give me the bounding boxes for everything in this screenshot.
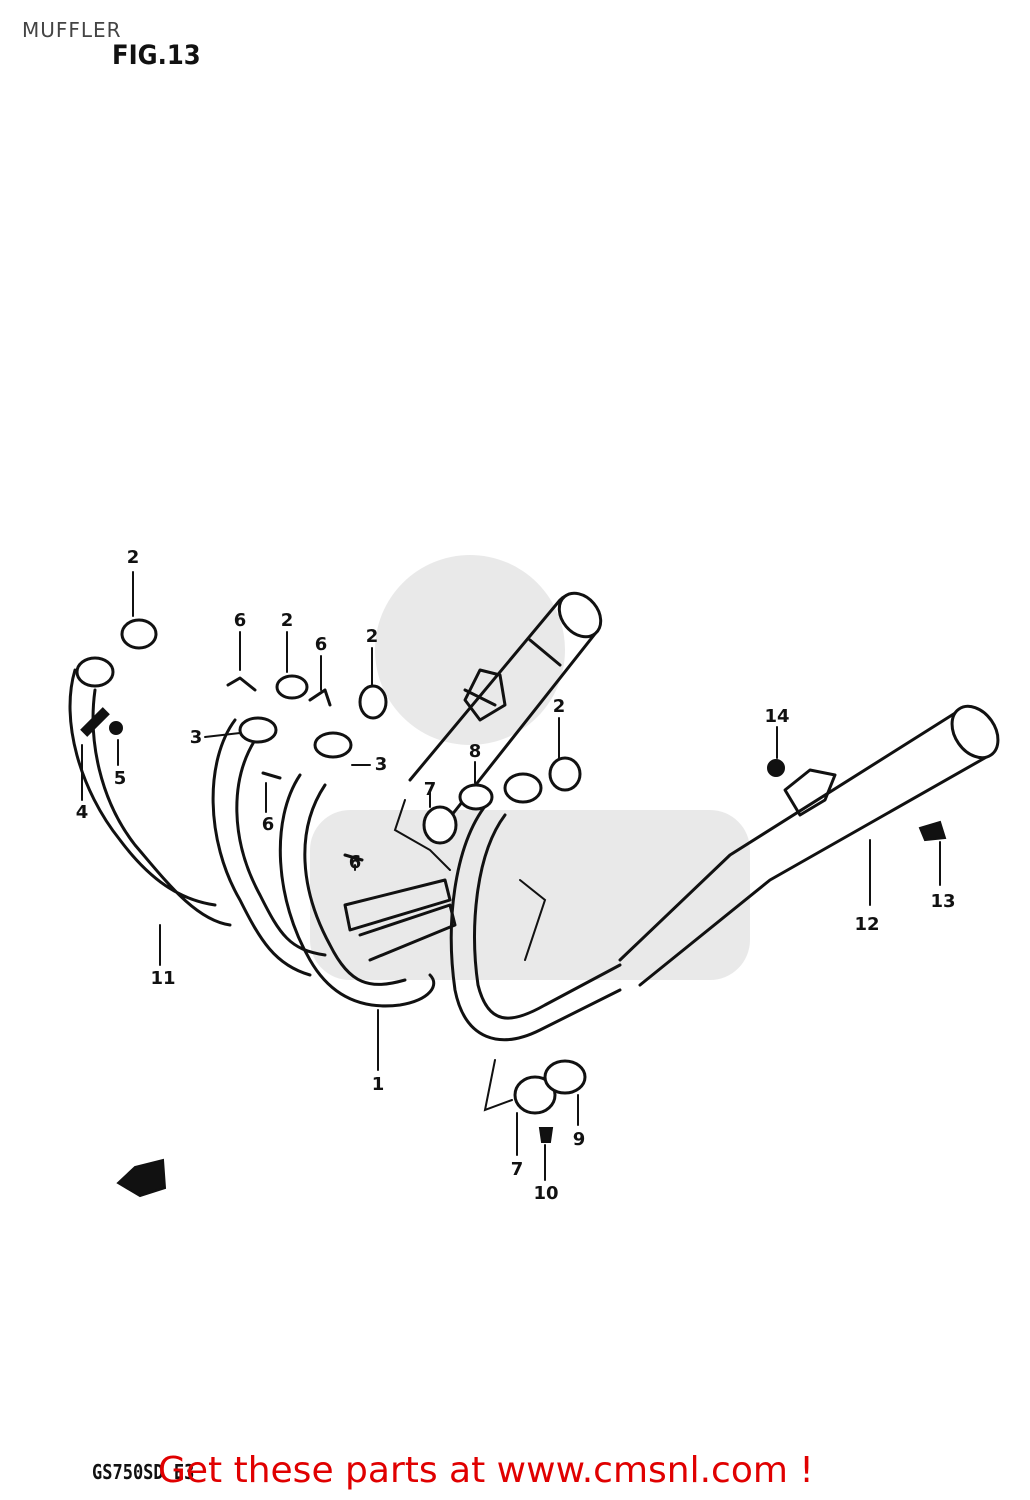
exhaust-pipe-middle-left: [211, 718, 327, 977]
callout-6: 6: [234, 610, 247, 631]
figure-label: FIG.13: [112, 40, 201, 71]
cotter-6b: [308, 688, 332, 707]
cotter-6a: [226, 676, 257, 692]
cotter-6c: [261, 771, 282, 780]
callout-7: 7: [511, 1159, 524, 1180]
callout-6: 6: [262, 814, 275, 835]
callout-9: 9: [573, 1129, 586, 1150]
exploded-parts-diagram: 2 6 2 6 2 3 5 4 6 3 6 7 8 2 14 13 12 11 …: [68, 547, 1000, 1204]
upper-muffler-end: [557, 591, 603, 639]
clamp-upper-left: [75, 656, 115, 688]
callout-12: 12: [854, 914, 879, 935]
model-code: GS750SD E3: [92, 1460, 195, 1484]
callout-4: 4: [76, 802, 89, 823]
callout-3: 3: [190, 727, 203, 748]
lower-muffler-end: [950, 704, 1000, 760]
cotter-6d: [343, 853, 364, 862]
callout-2: 2: [366, 626, 379, 647]
upper-muffler-bracket: [463, 668, 507, 722]
callout-2: 2: [281, 610, 294, 631]
front-arrow-icon: [116, 1158, 167, 1198]
exhaust-pipe-1: [278, 773, 436, 1008]
clamp-3a: [238, 716, 278, 744]
leader-lines: [81, 571, 941, 1181]
gasket-2a: [120, 618, 158, 650]
nut-5: [109, 721, 123, 735]
bolt-13: [918, 820, 947, 842]
callout-10: 10: [533, 1183, 558, 1204]
guide-line-bottom: [483, 1059, 513, 1112]
connector-7b: [513, 1075, 557, 1115]
callout-6: 6: [315, 634, 328, 655]
callout-13: 13: [930, 891, 955, 912]
callout-1: 1: [372, 1074, 385, 1095]
callout-2: 2: [553, 696, 566, 717]
gasket-2b: [275, 674, 309, 700]
gasket-2c: [358, 684, 388, 720]
muffler-bracket: [783, 768, 837, 817]
bolt-4: [80, 707, 110, 737]
gasket-2d: [548, 756, 582, 792]
callout-6: 6: [349, 852, 362, 873]
callout-3: 3: [375, 754, 388, 775]
callout-11: 11: [150, 968, 175, 989]
watermark-logo: [310, 555, 750, 980]
parts-shop-link[interactable]: Get these parts at www.cmsnl.com !: [158, 1450, 814, 1491]
callout-7: 7: [424, 779, 437, 800]
clamp-9: [543, 1059, 587, 1095]
connector-7a: [422, 805, 458, 845]
nut-14: [767, 759, 785, 777]
callout-8: 8: [469, 741, 482, 762]
clamp-8: [458, 783, 494, 811]
guide-line-left: [393, 799, 451, 871]
clamp-right-upper: [503, 772, 543, 804]
guide-line-right: [519, 879, 547, 961]
clamp-3b: [313, 731, 353, 759]
exhaust-pipe-right: [449, 798, 622, 1042]
callout-5: 5: [114, 768, 127, 789]
callout-2: 2: [127, 547, 140, 568]
bolt-10: [538, 1127, 554, 1143]
callout-14: 14: [764, 706, 789, 727]
exhaust-pipe-11: [68, 668, 232, 927]
page-title: MUFFLER: [22, 18, 122, 42]
